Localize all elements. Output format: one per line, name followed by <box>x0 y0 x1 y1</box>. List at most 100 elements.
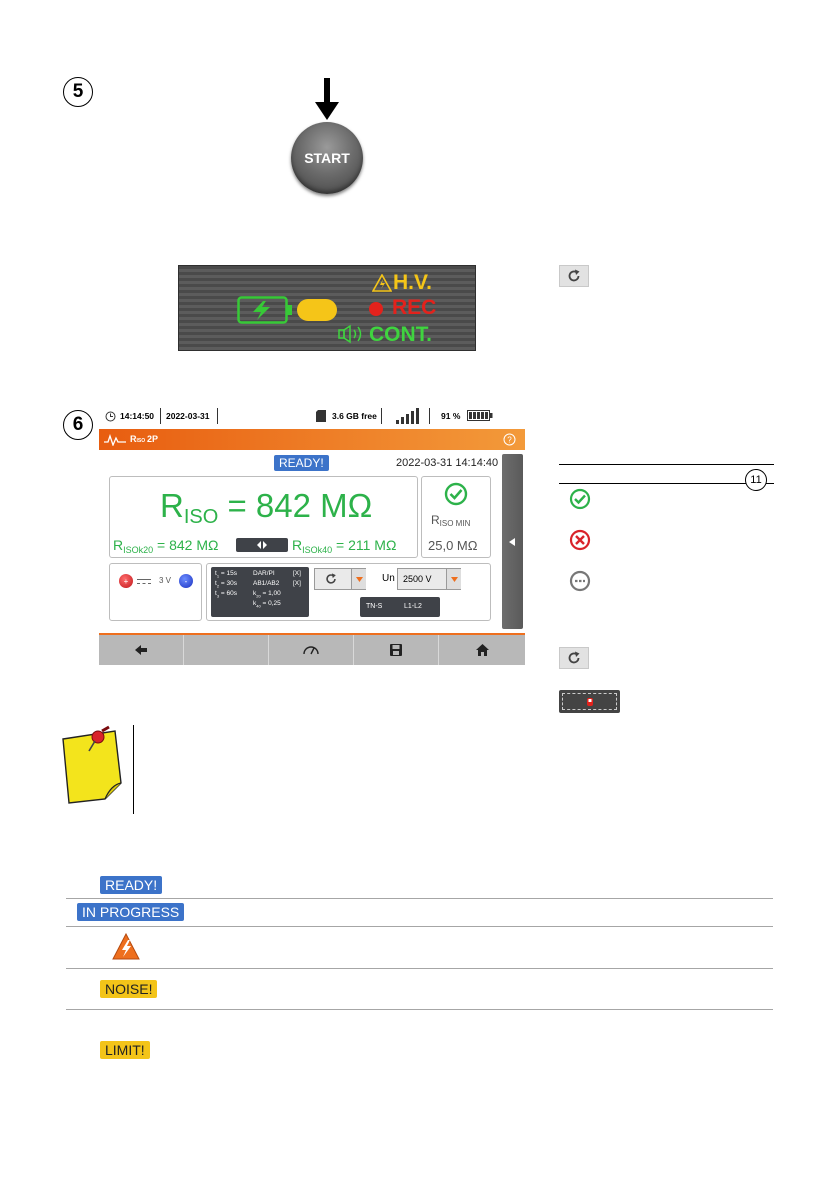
table-rule <box>66 898 773 899</box>
riso-min-label: RISO MIN <box>431 513 471 528</box>
legend-marker-11: 11 <box>745 469 767 491</box>
k20-param: k20 = 1,00 <box>253 590 281 599</box>
probe-voltage: 3 V <box>159 576 172 585</box>
sd-card-icon <box>316 410 326 422</box>
un-voltage-select[interactable]: 2500 V <box>397 568 461 590</box>
start-button[interactable]: START <box>291 122 363 194</box>
record-button-icon <box>559 690 620 713</box>
network-config-button[interactable]: TN-S L1-L2 <box>360 597 440 617</box>
screen-status-badge: READY! <box>274 455 329 471</box>
t1-label: t1 = 15s <box>215 570 237 579</box>
step-6-number: 6 <box>72 414 84 435</box>
darpi-label: DAR/PI <box>253 570 275 577</box>
start-button-label: START <box>304 150 350 166</box>
ab-label: AB1/AB2 <box>253 580 280 587</box>
limit-badge: LIMIT! <box>100 1041 150 1059</box>
gauge-icon <box>303 646 319 655</box>
riso-min-value: 25,0 MΩ <box>428 538 478 553</box>
back-button[interactable] <box>99 635 184 665</box>
save-button[interactable] <box>354 635 439 665</box>
noise-badge: NOISE! <box>100 980 158 998</box>
t3-label: t3 = 60s <box>215 590 237 599</box>
probe-minus-icon: - <box>179 574 193 588</box>
network-type: TN-S <box>366 603 383 610</box>
status-led-yellow <box>297 299 337 321</box>
k40-subscript: ISOk40 <box>302 545 333 555</box>
help-icon[interactable]: ? <box>503 433 516 446</box>
title-bar: RISO 2P ? <box>99 429 525 450</box>
signal-strength-icon <box>396 408 419 424</box>
status-divider <box>160 408 161 424</box>
measurement-datetime: 2022-03-31 14:14:40 <box>396 457 499 469</box>
gauge-button[interactable] <box>269 635 354 665</box>
warning-triangle-icon <box>372 274 392 292</box>
rec-led-label: REC <box>392 296 437 319</box>
min-symbol: R <box>431 513 440 527</box>
params-box: t1 = 15s t2 = 30s t3 = 60s DAR/PI [X] AB… <box>206 563 491 621</box>
step-5-number: 5 <box>72 81 84 102</box>
led-indicator-panel: H.V. REC CONT. <box>178 265 476 351</box>
legend-rule-bottom <box>559 483 774 484</box>
t2-label: t2 = 30s <box>215 580 237 589</box>
t2-value: = 30s <box>220 580 237 587</box>
note-pin-icon <box>62 725 122 804</box>
pass-check-icon <box>444 482 468 506</box>
un-voltage-value: 2500 V <box>403 574 432 584</box>
cont-led-label: CONT. <box>369 323 432 346</box>
status-battery-percent: 91 % <box>441 411 461 421</box>
device-screen: 14:14:50 2022-03-31 3.6 GB free 91 % RIS… <box>99 405 525 665</box>
status-date: 2022-03-31 <box>166 411 210 421</box>
repeat-mode-select[interactable] <box>314 568 366 590</box>
ab-flag: [X] <box>293 580 301 587</box>
home-button[interactable] <box>439 635 525 665</box>
main-result-box: RISO = 842 MΩ RISOk20 = 842 MΩ RISOk40 =… <box>109 476 418 558</box>
red-hand-icon <box>586 697 593 706</box>
fail-cross-icon <box>569 529 591 551</box>
un-label: Un <box>382 573 395 584</box>
down-arrow-icon <box>315 78 339 120</box>
waveform-icon <box>104 434 126 446</box>
mode-symbol: RISO <box>130 434 146 444</box>
home-icon <box>475 644 489 656</box>
riso-k20-result: RISOk20 = 842 MΩ <box>113 537 219 555</box>
side-panel-tab[interactable] <box>502 454 523 629</box>
empty-nav-button[interactable] <box>184 635 269 665</box>
toggle-results-button[interactable] <box>236 538 288 552</box>
back-arrow-icon <box>135 645 147 655</box>
probe-plus-icon: + <box>119 574 133 588</box>
clock-icon <box>105 411 116 422</box>
speaker-icon <box>338 324 362 344</box>
riso-symbol: R <box>160 487 184 524</box>
step-5-marker: 5 <box>63 77 93 107</box>
time-params-panel[interactable]: t1 = 15s t2 = 30s t3 = 60s DAR/PI [X] AB… <box>211 567 309 617</box>
k20-symbol: R <box>113 537 124 553</box>
arrows-icon <box>257 541 267 549</box>
probe-box: + 3 V - <box>109 563 202 621</box>
riso-value: = 842 MΩ <box>218 487 373 524</box>
k20-param-value: = 1,00 <box>262 590 281 597</box>
status-divider <box>217 408 218 424</box>
status-bar: 14:14:50 2022-03-31 3.6 GB free 91 % <box>99 405 525 427</box>
status-divider <box>429 408 430 424</box>
legend-rule-top <box>559 464 774 465</box>
k40-param-value: = 0,25 <box>262 600 281 607</box>
limit-box: RISO MIN 25,0 MΩ <box>421 476 491 558</box>
status-storage: 3.6 GB free <box>332 411 377 421</box>
ready-badge: READY! <box>100 876 163 894</box>
collapse-arrow-icon <box>509 538 515 546</box>
status-divider <box>381 408 382 424</box>
k40-param: k40 = 0,25 <box>253 600 281 609</box>
in-progress-badge: IN PROGRESS <box>77 903 185 921</box>
status-time: 14:14:50 <box>120 411 155 421</box>
refresh-icon <box>559 647 589 669</box>
riso-result: RISO = 842 MΩ <box>160 487 373 528</box>
mode-title: 2P <box>147 434 159 444</box>
min-subscript: ISO MIN <box>439 519 471 528</box>
high-voltage-warning-icon <box>111 932 141 962</box>
refresh-icon <box>326 573 336 584</box>
refresh-icon <box>559 265 589 287</box>
note-divider <box>133 725 134 814</box>
k20-value: = 842 MΩ <box>153 537 219 553</box>
riso-k40-result: RISOk40 = 211 MΩ <box>292 537 396 555</box>
t3-value: = 60s <box>220 590 237 597</box>
